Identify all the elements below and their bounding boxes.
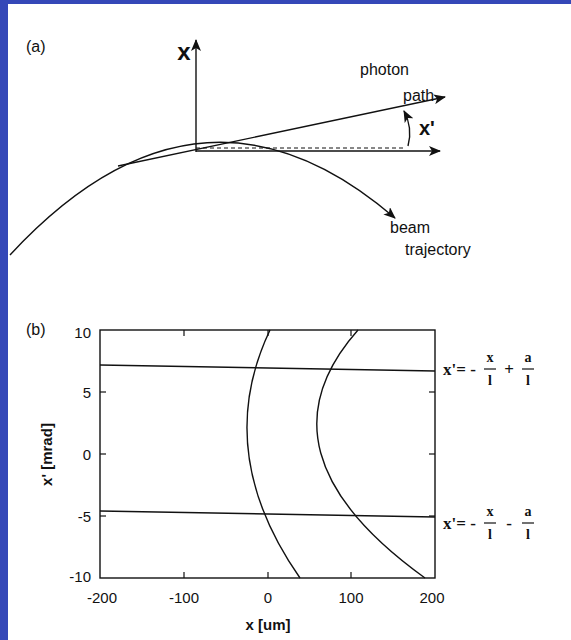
panel-letter: (b) (26, 322, 46, 338)
angle-label: x' (419, 118, 435, 138)
trajectory-label: beam (390, 220, 430, 236)
equation-part: l (488, 528, 492, 542)
axis-title: x [um] (246, 617, 291, 632)
panel-letter: (a) (26, 39, 46, 55)
equation-part: x (487, 351, 494, 365)
equation-part: l (526, 528, 530, 542)
tick-label: 0 (264, 590, 272, 605)
ray-label: photon (360, 62, 409, 78)
tick-label: 100 (338, 590, 363, 605)
equation-part: + (504, 361, 514, 378)
ray-label: path (403, 88, 434, 104)
equation-part: x'= - (443, 515, 476, 532)
tick-label: 0 (83, 447, 91, 462)
tick-label: -10 (69, 569, 91, 584)
tick-label: 200 (419, 590, 444, 605)
equation-part: x (487, 505, 494, 519)
tick-label: -100 (169, 590, 199, 605)
trajectory-label: trajectory (405, 242, 471, 258)
frame-strip (0, 0, 8, 640)
tick-label: -200 (87, 590, 117, 605)
equation-part: x'= - (443, 361, 476, 378)
equation-part: l (526, 374, 530, 388)
axis-title: x' [mrad] (39, 423, 54, 486)
equation-part: a (525, 505, 532, 519)
axis-label: x (177, 40, 190, 64)
tick-label: -5 (78, 509, 91, 524)
equation-part: - (506, 515, 512, 532)
tick-label: 10 (74, 325, 91, 340)
equation-part: l (488, 374, 492, 388)
tick-label: 5 (83, 385, 91, 400)
frame-strip (0, 0, 571, 4)
equation-part: a (525, 351, 532, 365)
